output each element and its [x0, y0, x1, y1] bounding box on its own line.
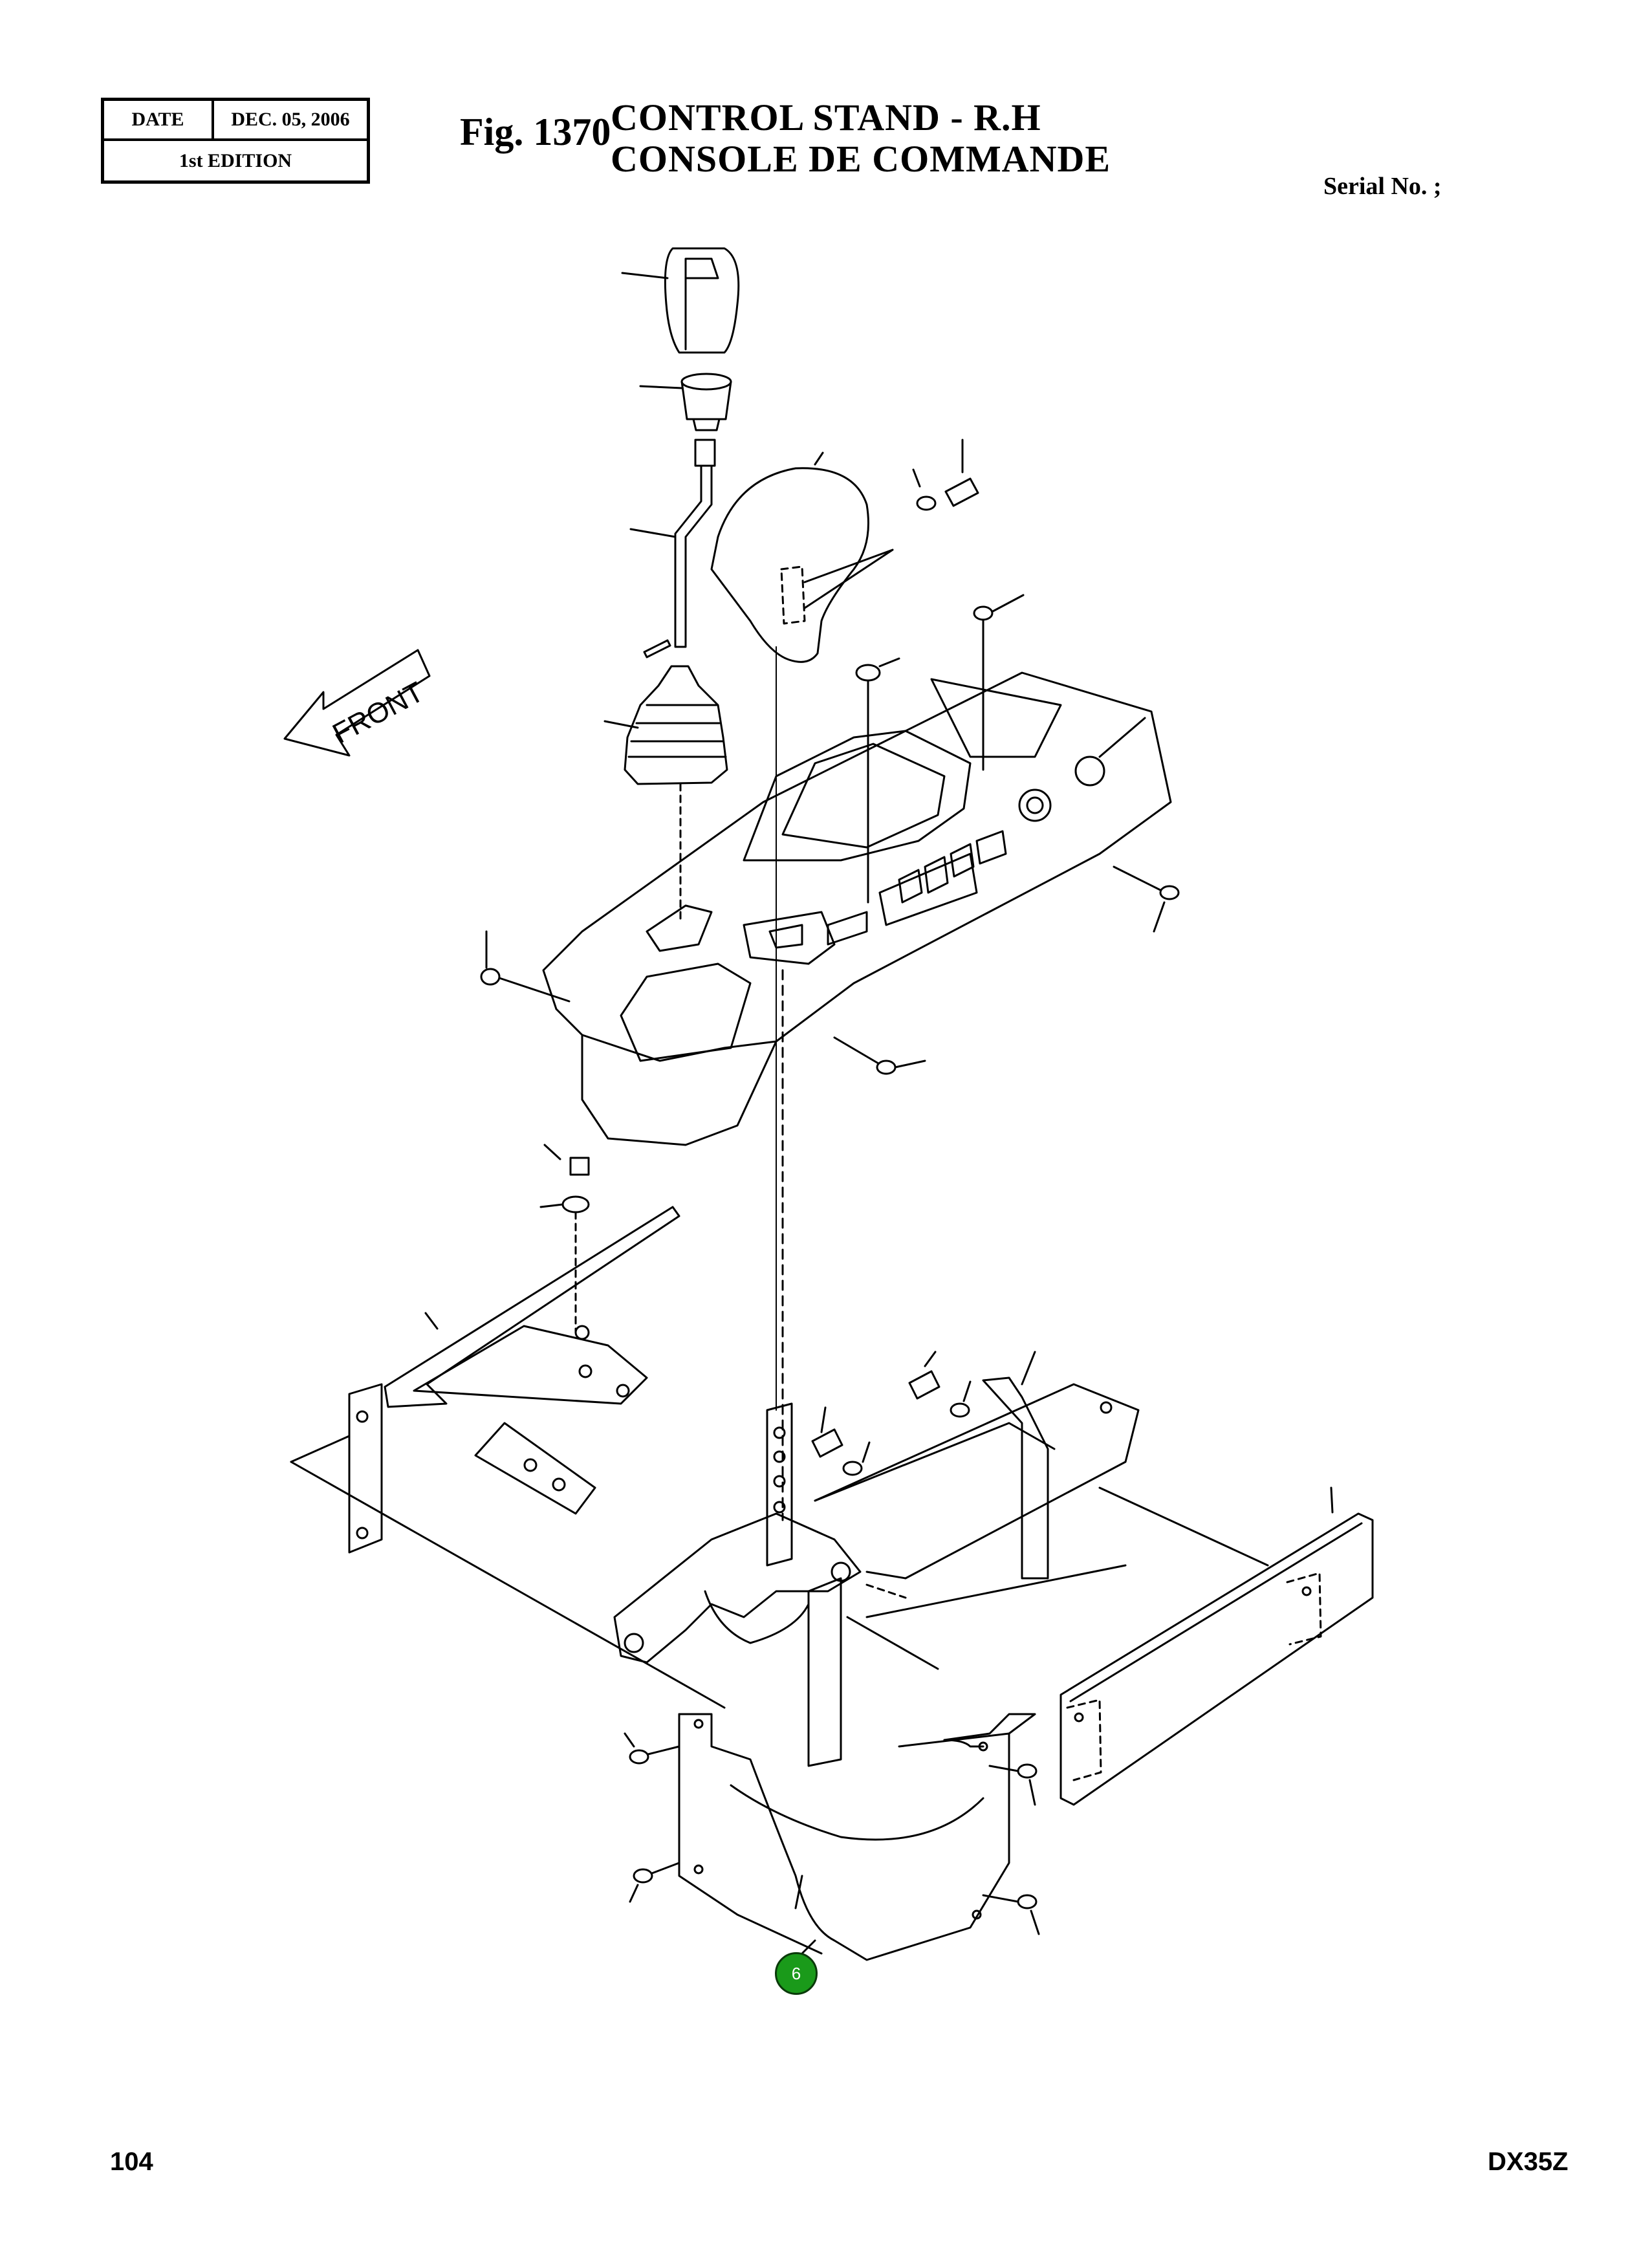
- figure-number: Fig. 1370: [460, 111, 611, 153]
- page-number: 104: [110, 2148, 153, 2176]
- part-callout-6[interactable]: 6: [775, 1952, 818, 1995]
- title-english: CONTROL STAND - R.H: [611, 96, 1041, 138]
- washer-top: [912, 468, 937, 511]
- console-housing: [542, 671, 1172, 1146]
- title-french: CONSOLE DE COMMANDE: [611, 138, 1111, 180]
- washer-center: [842, 1441, 871, 1476]
- front-arrow: FRONT: [283, 649, 431, 757]
- console-screw-bottom: [833, 1036, 926, 1075]
- bolt-center: [811, 1406, 843, 1458]
- cap-plug: [855, 657, 900, 904]
- lower-screw-upper-left: [624, 1732, 680, 1765]
- serial-number: Serial No. ;: [1323, 173, 1442, 200]
- console-screw-left: [480, 930, 571, 1003]
- lower-screw-lower-left: [629, 1862, 680, 1903]
- washer-mid-right: [950, 1380, 972, 1418]
- date-value: DEC. 05, 2006: [231, 109, 350, 130]
- left-bracket: [290, 1206, 726, 1709]
- console-screw-right: [1113, 865, 1180, 933]
- lower-cover: [678, 1713, 1036, 1961]
- main-stand-frame: [613, 1351, 1140, 1767]
- edition-box: DATE DEC. 05, 2006 1st EDITION: [101, 98, 370, 184]
- bolt-mid-right: [908, 1351, 940, 1400]
- bolt-top: [944, 439, 979, 507]
- rubber-boot: [603, 665, 728, 920]
- shift-knob: [621, 247, 740, 354]
- right-side-panel: [865, 1486, 1374, 1806]
- bolt-mid-left: [543, 1144, 590, 1176]
- date-label: DATE: [104, 101, 214, 138]
- lever-pin: [643, 639, 671, 658]
- date-row: DATE DEC. 05, 2006: [104, 101, 367, 141]
- screw-top-right: [973, 594, 1025, 771]
- lower-screw-upper-right: [988, 1763, 1038, 1806]
- front-label: FRONT: [327, 676, 429, 750]
- washer-mid-left: [539, 1195, 590, 1334]
- knob-collar: [639, 373, 732, 431]
- model-name: DX35Z: [1488, 2148, 1569, 2176]
- shift-lever: [629, 439, 716, 648]
- edition-label: 1st EDITION: [179, 149, 292, 171]
- lower-screw-lower-right: [982, 1894, 1040, 1935]
- top-cover: [710, 451, 894, 663]
